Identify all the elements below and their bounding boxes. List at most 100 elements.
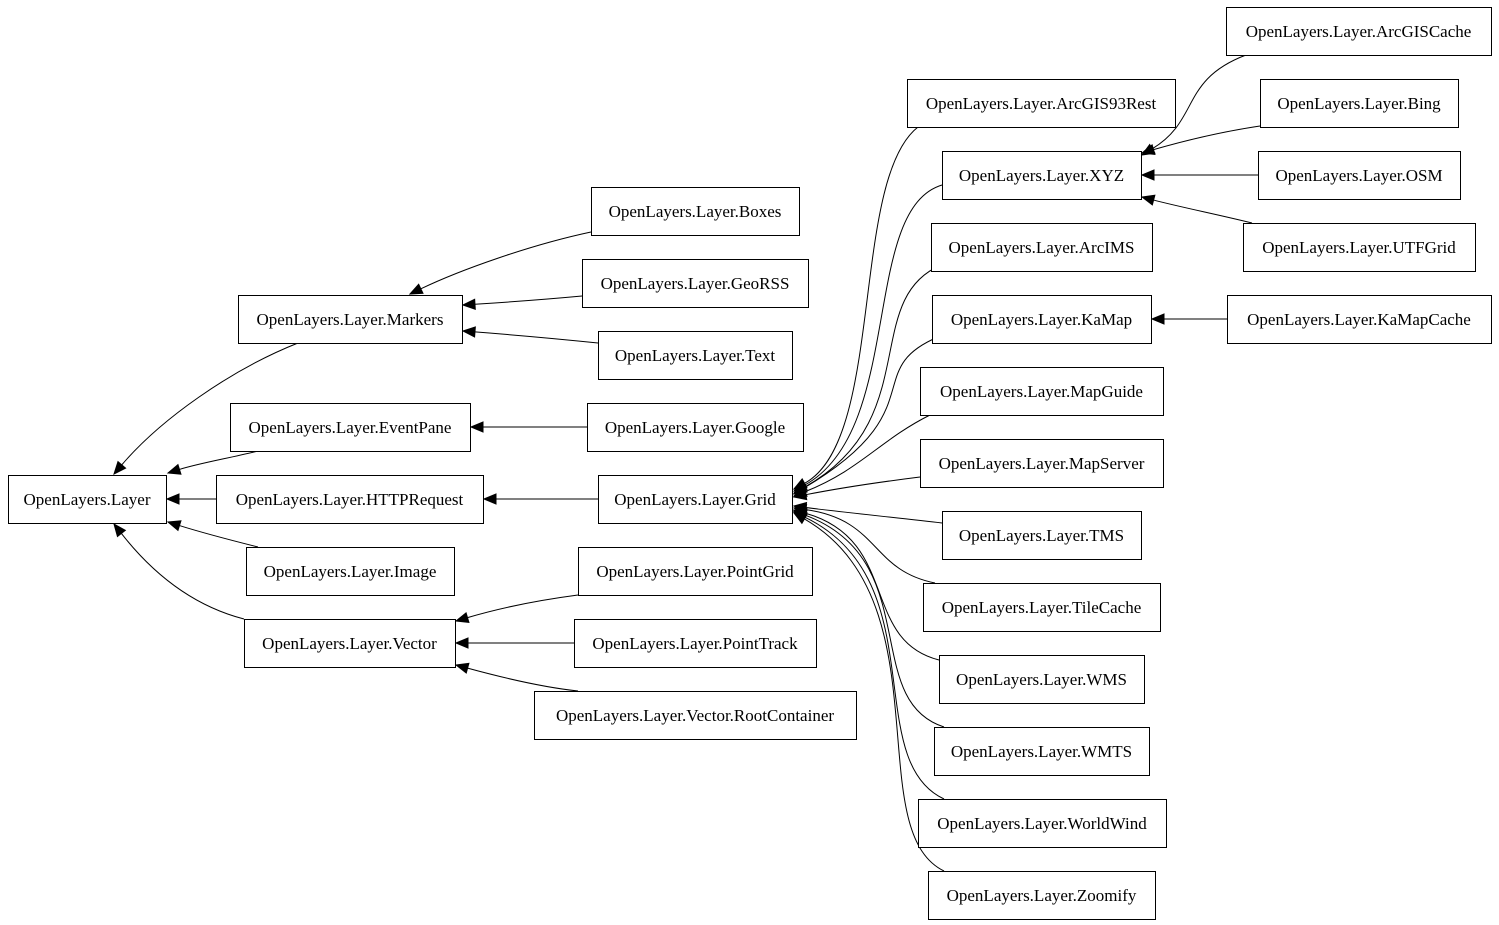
edge-line [804, 518, 945, 872]
node-georss: OpenLayers.Layer.GeoRSS [582, 259, 809, 308]
node-label: OpenLayers.Layer.PointGrid [596, 562, 794, 581]
edge-line [804, 264, 942, 488]
edge-georss-to-markers [461, 295, 583, 310]
edge-line [804, 184, 943, 486]
edge-line [474, 331, 599, 344]
node-label: OpenLayers.Layer.MapServer [939, 454, 1145, 473]
edge-line [420, 231, 592, 290]
arrowhead-icon [165, 493, 180, 505]
node-label: OpenLayers.Layer.EventPane [249, 418, 452, 437]
node-box [8, 475, 167, 524]
node-box [244, 619, 456, 668]
edge-utfgrid-to-xyz [1140, 194, 1253, 224]
node-box [1260, 79, 1459, 128]
edge-line [804, 516, 945, 800]
arrowhead-icon [408, 283, 424, 295]
edge-grid-to-httprequest [482, 493, 598, 505]
node-box [1226, 7, 1492, 56]
edge-line [179, 525, 259, 548]
edge-bing-to-xyz [1140, 125, 1261, 156]
node-osm: OpenLayers.Layer.OSM [1258, 151, 1461, 200]
node-box [920, 367, 1164, 416]
node-label: OpenLayers.Layer.KaMapCache [1247, 310, 1471, 329]
edge-image-to-layer [166, 520, 259, 548]
node-box [246, 547, 455, 596]
arrowhead-icon [792, 512, 808, 525]
node-label: OpenLayers.Layer.Google [605, 418, 785, 437]
node-label: OpenLayers.Layer.Vector.RootContainer [556, 706, 834, 725]
node-label: OpenLayers.Layer.OSM [1275, 166, 1442, 185]
node-vector: OpenLayers.Layer.Vector [244, 619, 456, 668]
edge-line [1152, 54, 1247, 150]
node-box [1243, 223, 1476, 272]
node-label: OpenLayers.Layer [24, 490, 151, 509]
node-box [582, 259, 809, 308]
edge-httprequest-to-layer [165, 493, 216, 505]
node-box [238, 295, 463, 344]
edge-kamapcache-to-kamap [1150, 313, 1228, 325]
node-label: OpenLayers.Layer.TileCache [942, 598, 1142, 617]
node-box [934, 727, 1150, 776]
edge-arcgis93rest-to-grid [792, 126, 919, 490]
node-arcgiscache: OpenLayers.Layer.ArcGISCache [1226, 7, 1492, 56]
edge-google-to-eventpane [469, 421, 587, 433]
node-label: OpenLayers.Layer.WMTS [951, 742, 1132, 761]
edge-line [805, 507, 943, 524]
node-utfgrid: OpenLayers.Layer.UTFGrid [1243, 223, 1476, 272]
node-tms: OpenLayers.Layer.TMS [942, 511, 1142, 560]
node-arcgis93rest: OpenLayers.Layer.ArcGIS93Rest [907, 79, 1176, 128]
node-label: OpenLayers.Layer.Text [615, 346, 776, 365]
node-box [907, 79, 1176, 128]
edge-rootcontainer-to-vector [454, 662, 579, 692]
node-label: OpenLayers.Layer.Boxes [609, 202, 782, 221]
node-kamapcache: OpenLayers.Layer.KaMapCache [1227, 295, 1492, 344]
edge-pointtrack-to-vector [454, 637, 574, 649]
node-label: OpenLayers.Layer.PointTrack [592, 634, 798, 653]
edge-line [804, 126, 919, 484]
arrowhead-icon [113, 522, 127, 538]
node-box [534, 691, 857, 740]
node-box [591, 187, 800, 236]
node-label: OpenLayers.Layer.ArcGISCache [1246, 22, 1472, 41]
edge-kamap-to-grid [792, 336, 939, 495]
node-label: OpenLayers.Layer.HTTPRequest [236, 490, 464, 509]
edge-line [467, 594, 579, 619]
arrowhead-icon [482, 493, 497, 505]
arrowhead-icon [454, 662, 470, 674]
arrowhead-icon [1140, 194, 1156, 206]
node-label: OpenLayers.Layer.WorldWind [937, 814, 1147, 833]
edge-line [805, 476, 921, 496]
node-label: OpenLayers.Layer.TMS [959, 526, 1124, 545]
arrowhead-icon [1150, 313, 1165, 325]
edge-eventpane-to-layer [166, 450, 259, 475]
node-wmts: OpenLayers.Layer.WMTS [934, 727, 1150, 776]
edge-line [805, 509, 936, 584]
edge-line [805, 514, 945, 728]
node-image: OpenLayers.Layer.Image [246, 547, 455, 596]
node-label: OpenLayers.Layer.Markers [257, 310, 444, 329]
edges-layer [113, 54, 1261, 872]
node-mapguide: OpenLayers.Layer.MapGuide [920, 367, 1164, 416]
edge-line [1153, 125, 1261, 151]
node-box [587, 403, 804, 452]
arrowhead-icon [1140, 144, 1156, 156]
node-arcims: OpenLayers.Layer.ArcIMS [931, 223, 1153, 272]
node-tilecache: OpenLayers.Layer.TileCache [923, 583, 1161, 632]
node-label: OpenLayers.Layer.Grid [614, 490, 776, 509]
node-box [939, 655, 1145, 704]
arrowhead-icon [166, 520, 182, 532]
node-label: OpenLayers.Layer.Image [264, 562, 437, 581]
edge-line [179, 450, 259, 470]
node-eventpane: OpenLayers.Layer.EventPane [230, 403, 471, 452]
edge-markers-to-layer [113, 342, 299, 475]
node-label: OpenLayers.Layer.UTFGrid [1262, 238, 1456, 257]
edge-line [467, 667, 579, 692]
edge-pointgrid-to-vector [454, 594, 579, 623]
arrowhead-icon [454, 611, 470, 623]
node-box [923, 583, 1161, 632]
node-boxes: OpenLayers.Layer.Boxes [591, 187, 800, 236]
node-grid: OpenLayers.Layer.Grid [598, 475, 793, 524]
node-layer: OpenLayers.Layer [8, 475, 167, 524]
node-pointgrid: OpenLayers.Layer.PointGrid [578, 547, 813, 596]
